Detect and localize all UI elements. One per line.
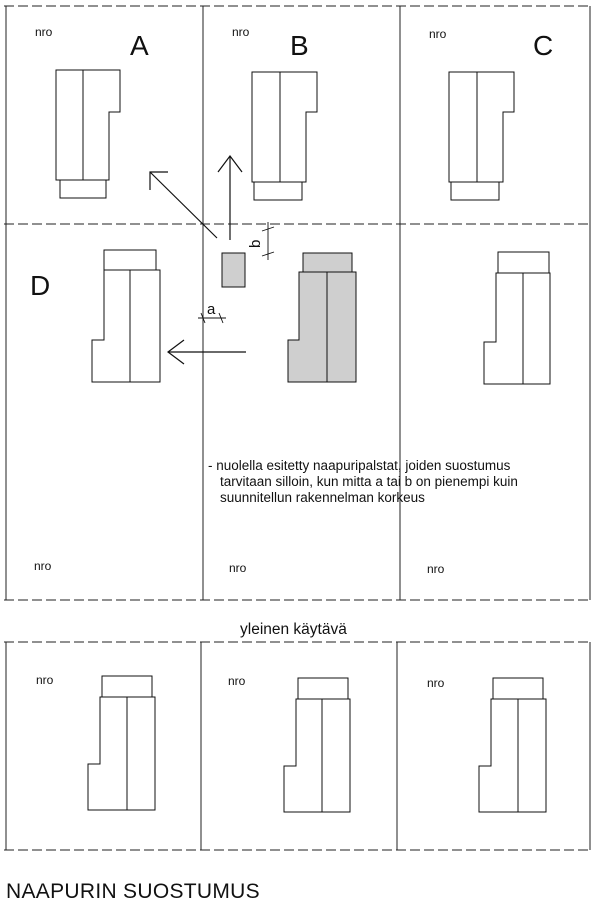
building-center-highlighted — [287, 252, 357, 383]
middle-right-number-label: nro — [427, 562, 445, 576]
dimension-b — [261, 222, 275, 260]
bottom-right-number-label: nro — [427, 676, 445, 690]
building-a — [55, 69, 121, 199]
building-bottom-center — [283, 677, 351, 813]
note-line-1: - nuolella esitetty naapuripalstat, joid… — [208, 458, 511, 473]
bottom-center-number-label: nro — [228, 674, 246, 688]
bottom-left-number-label: nro — [36, 673, 54, 687]
plot-c-number-label: nro — [429, 27, 447, 41]
consent-note: - nuolella esitetty naapuripalstat, joid… — [208, 458, 588, 506]
building-bottom-right — [478, 677, 547, 813]
plot-a-letter: A — [130, 30, 149, 61]
middle-center-number-label: nro — [229, 561, 247, 575]
highlight-small-block — [221, 252, 246, 288]
dimension-a — [198, 312, 226, 324]
arrow-up — [217, 155, 243, 240]
section-title: NAAPURIN SUOSTUMUS — [6, 880, 260, 903]
note-line-2: tarvitaan silloin, kun mitta a tai b on … — [220, 474, 518, 489]
dimension-b-label: b — [247, 240, 264, 248]
note-line-3: suunnitellun rakennelman korkeus — [220, 490, 425, 505]
plot-c-letter: C — [533, 30, 553, 61]
walkway-label: yleinen käytävä — [240, 621, 347, 638]
plot-b-letter: B — [290, 30, 309, 61]
plot-b-number-label: nro — [232, 25, 250, 39]
arrow-left — [167, 339, 246, 365]
plot-d-letter: D — [30, 270, 50, 301]
building-middle-right — [483, 251, 551, 385]
arrow-up-left — [149, 171, 218, 239]
building-c — [448, 71, 515, 201]
dimension-a-label: a — [207, 301, 216, 318]
building-d — [91, 249, 161, 383]
building-bottom-left — [87, 675, 156, 811]
middle-left-number-label: nro — [34, 559, 52, 573]
building-b — [251, 71, 318, 201]
plot-a-number-label: nro — [35, 25, 53, 39]
